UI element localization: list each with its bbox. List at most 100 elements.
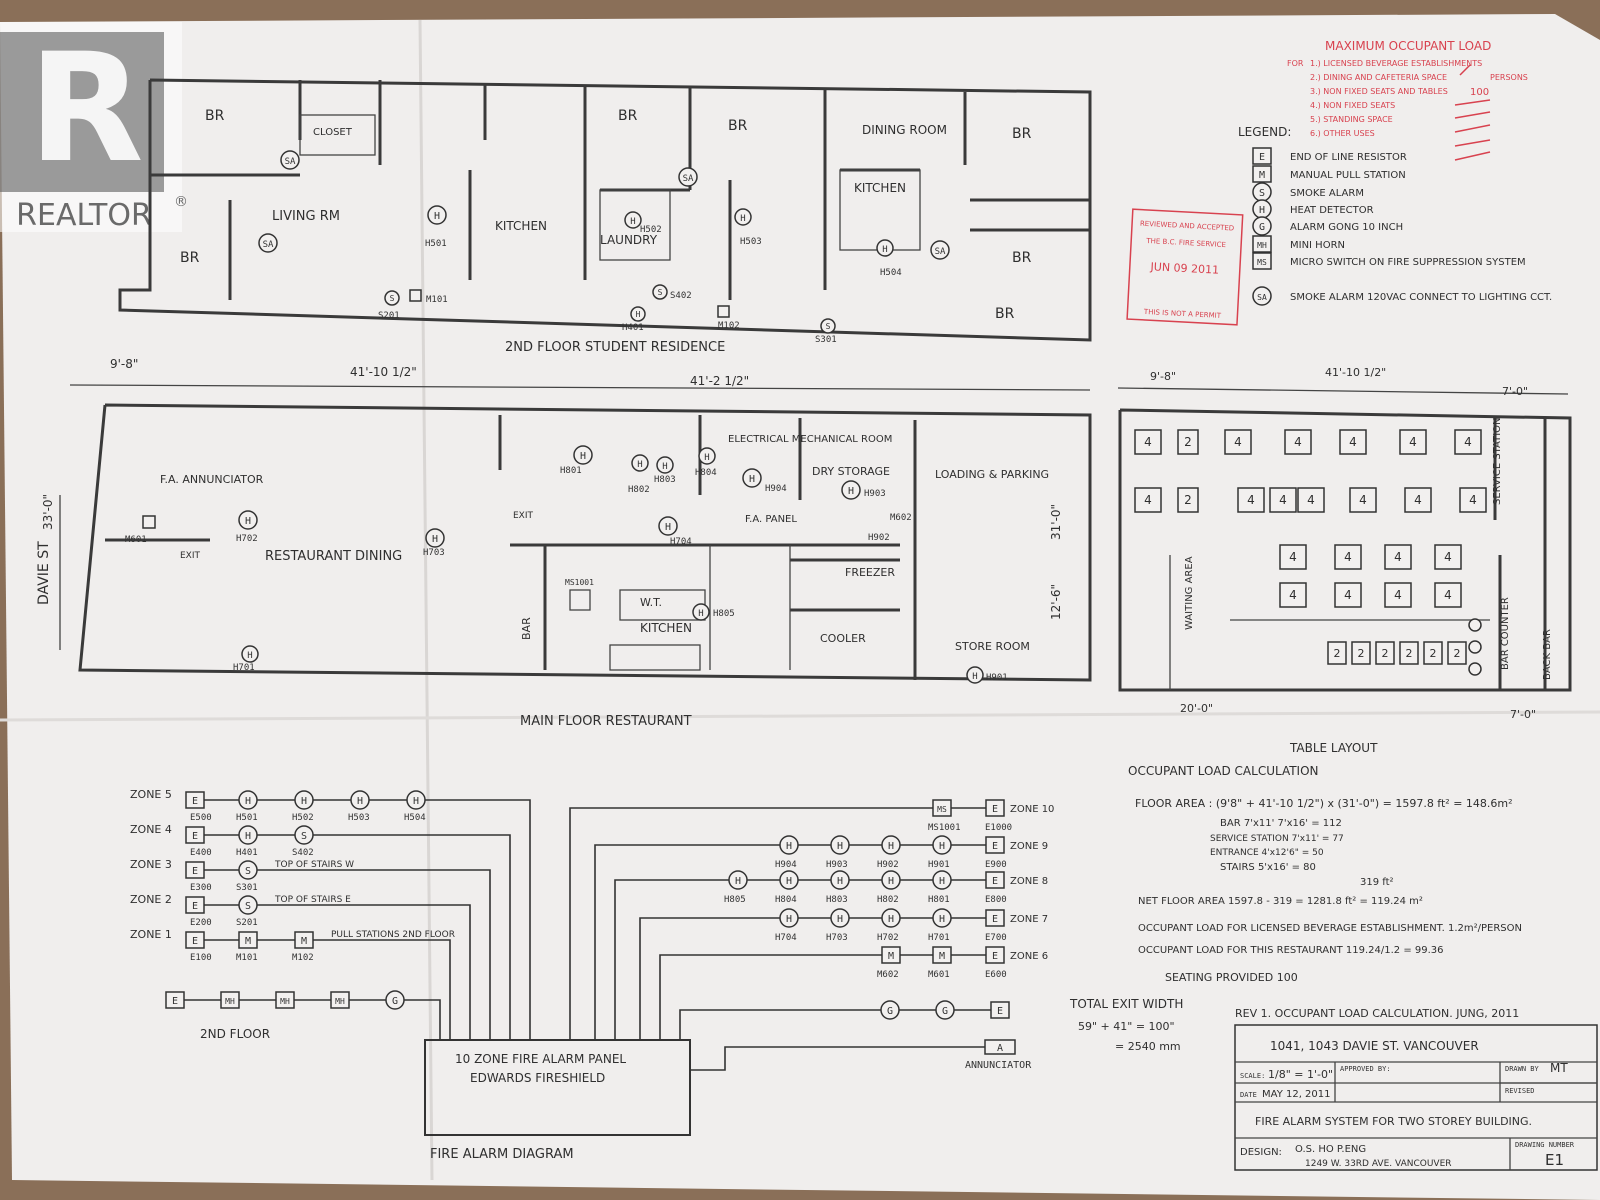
table xyxy=(1434,582,1462,608)
bar-stool xyxy=(1468,640,1482,654)
table-seat-count: 4 xyxy=(1279,493,1287,507)
table-seat-count: 4 xyxy=(1349,435,1357,449)
heat-detector-icon: H xyxy=(692,603,710,621)
device-label: H804 xyxy=(775,895,797,905)
table-layout-caption: TABLE LAYOUT xyxy=(1289,741,1378,755)
room-label: STORE ROOM xyxy=(955,640,1030,653)
device-label: M101 xyxy=(236,953,258,963)
table-seat-count: 4 xyxy=(1409,435,1417,449)
svg-text:H: H xyxy=(740,214,745,224)
svg-text:H: H xyxy=(630,217,635,227)
alarm-gong-icon: G xyxy=(1252,216,1272,236)
smoke-alarm-120v-icon: SA xyxy=(1252,286,1272,306)
exit-label: EXIT xyxy=(180,551,201,561)
symbol-letter: E xyxy=(992,804,998,815)
mini-horn-icon: MH xyxy=(330,991,350,1009)
symbol-letter: G xyxy=(1259,222,1265,233)
symbol-letter: M xyxy=(301,936,307,947)
svg-text:SA: SA xyxy=(935,247,946,257)
symbol-letter: M xyxy=(1259,170,1265,181)
table xyxy=(1384,582,1412,608)
end-of-line-resistor-icon: E xyxy=(185,931,205,949)
calc-title: OCCUPANT LOAD CALCULATION xyxy=(1128,764,1319,778)
symbol-letter: H xyxy=(888,876,894,887)
device-label: H703 xyxy=(423,548,445,558)
second-floor-plan: BR BR BR BR BR BR BR CLOSET LIVING RM KI… xyxy=(118,78,1092,355)
device-label: M101 xyxy=(426,295,448,305)
end-of-line-resistor-icon: E xyxy=(165,991,185,1009)
device-label: H802 xyxy=(628,485,650,495)
room-label: F.A. PANEL xyxy=(745,514,797,525)
svg-text:DATE: DATE xyxy=(1240,1091,1257,1099)
device-label: H904 xyxy=(765,484,787,494)
calc-line: 319 ft² xyxy=(1360,877,1394,888)
legend-label: SMOKE ALARM 120VAC CONNECT TO LIGHTING C… xyxy=(1290,292,1552,303)
table-seat-count: 2 xyxy=(1184,435,1192,449)
symbol-letter: M xyxy=(245,936,251,947)
symbol-letter: H xyxy=(301,796,307,807)
symbol-letter: S xyxy=(245,901,251,912)
zone-label: ZONE 9 xyxy=(1010,841,1048,852)
symbol-letter: H xyxy=(1259,205,1265,216)
zone-label: ZONE 8 xyxy=(1010,876,1048,887)
fire-alarm-diagram: 10 ZONE FIRE ALARM PANEL EDWARDS FIRESHI… xyxy=(130,788,1054,1162)
heat-detector-icon: H xyxy=(932,908,952,928)
room-label: DINING ROOM xyxy=(862,123,947,137)
heat-detector-icon: H xyxy=(742,468,762,488)
legend-label: MANUAL PULL STATION xyxy=(1290,170,1406,181)
max-load-item: 4.) NON FIXED SEATS xyxy=(1310,101,1395,110)
heat-detector-icon: H xyxy=(573,445,593,465)
zone-label: ZONE 4 xyxy=(130,823,172,836)
svg-text:S: S xyxy=(390,294,395,303)
exit-width-title: TOTAL EXIT WIDTH xyxy=(1069,997,1183,1011)
dimension-label: 7'-0" xyxy=(1502,385,1528,398)
heat-detector-icon: H xyxy=(881,870,901,890)
heat-detector-icon: H xyxy=(241,645,259,663)
exit-width-line: = 2540 mm xyxy=(1115,1040,1181,1053)
heat-detector-icon: H xyxy=(932,870,952,890)
device-label: H803 xyxy=(826,895,848,905)
heat-detector-icon: H xyxy=(728,870,748,890)
legend-label: END OF LINE RESISTOR xyxy=(1290,152,1407,163)
calc-line: OCCUPANT LOAD FOR THIS RESTAURANT 119.24… xyxy=(1138,945,1444,956)
room-label: BR xyxy=(205,108,225,124)
room-label: FREEZER xyxy=(845,566,895,579)
device-label: H802 xyxy=(877,895,899,905)
bar-seat-count: 2 xyxy=(1454,647,1461,660)
smoke-alarm-icon: S xyxy=(238,895,258,915)
symbol-letter: E xyxy=(992,876,998,887)
max-load-persons: PERSONS xyxy=(1490,73,1528,82)
symbol-letter: E xyxy=(992,914,998,925)
realtor-logo: R REALTOR ® xyxy=(0,22,188,233)
zone-label: ZONE 7 xyxy=(1010,914,1048,925)
device-label: H503 xyxy=(740,237,762,247)
symbol-letter: E xyxy=(172,996,178,1007)
legend-title: LEGEND: xyxy=(1238,125,1291,139)
room-label: BR xyxy=(995,306,1015,322)
heat-detector-icon: H xyxy=(406,790,426,810)
device-label: E600 xyxy=(985,970,1007,980)
symbol-letter: S xyxy=(301,831,307,842)
smoke-alarm-icon: SA xyxy=(280,150,300,170)
table xyxy=(1384,544,1412,570)
table-seat-count: 4 xyxy=(1359,493,1367,507)
svg-text:H: H xyxy=(662,462,667,472)
room-label: SERVICE STATION xyxy=(1492,418,1503,506)
room-label: KITCHEN xyxy=(495,219,547,233)
symbol-letter: MH xyxy=(1257,241,1267,250)
heat-detector-icon: H xyxy=(656,456,674,474)
dimension-label: 9'-8" xyxy=(1150,370,1176,383)
device-label: E100 xyxy=(190,953,212,963)
device-label: M601 xyxy=(125,535,147,545)
alarm-gong-icon: G xyxy=(880,1000,900,1020)
symbol-letter: M xyxy=(888,951,894,962)
table xyxy=(1334,582,1362,608)
svg-text:H: H xyxy=(434,211,440,222)
fire-alarm-panel xyxy=(424,1039,691,1136)
bar-seat-count: 2 xyxy=(1334,647,1341,660)
device-label: M601 xyxy=(928,970,950,980)
heat-detector-icon: H xyxy=(830,835,850,855)
smoke-alarm-icon: S xyxy=(294,825,314,845)
svg-text:SA: SA xyxy=(683,174,694,184)
room-label: RESTAURANT DINING xyxy=(265,549,402,564)
